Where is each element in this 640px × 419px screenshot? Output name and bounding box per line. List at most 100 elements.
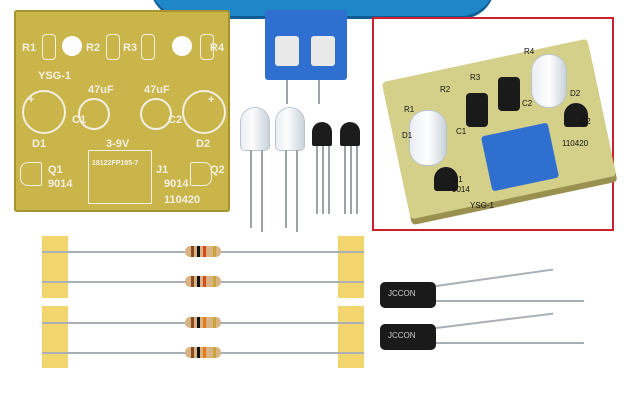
transistor-leg xyxy=(350,146,352,214)
tape-strip xyxy=(42,306,68,368)
resistor-footprint-r1 xyxy=(42,34,56,60)
color-band xyxy=(197,347,200,358)
led-footprint-d2 xyxy=(182,90,226,134)
tape-strip xyxy=(338,236,364,298)
pcb-label-d1: D1 xyxy=(32,138,47,150)
assembled-transistor-q2 xyxy=(564,103,588,127)
pcb-label-board: YSG-1 xyxy=(38,70,72,82)
inset-date-code: 110420 xyxy=(562,139,589,148)
inset-label-r1: R1 xyxy=(404,105,415,114)
plus-sign: + xyxy=(208,94,215,106)
tape-strip xyxy=(338,306,364,368)
screw-slot xyxy=(275,36,299,66)
led-d2 xyxy=(276,108,304,150)
transistor-leg xyxy=(344,146,346,214)
resistor-footprint-r2 xyxy=(106,34,120,60)
capacitor-lead xyxy=(436,312,554,329)
assembled-led-d2 xyxy=(532,55,566,107)
color-band xyxy=(213,317,216,328)
color-band xyxy=(197,317,200,328)
top-banner xyxy=(150,0,495,16)
pcb-board: R1 R2 R3 R4 YSG-1 + 47uF C1 47uF C2 + D1… xyxy=(14,10,230,212)
transistor-leg xyxy=(356,146,358,214)
resistor-footprint-r4 xyxy=(200,34,214,60)
capacitor-footprint-c1 xyxy=(78,98,110,130)
electrolytic-capacitor-c1: JCCON xyxy=(380,282,436,308)
tape-strip xyxy=(42,236,68,298)
transistor-footprint-q1 xyxy=(20,162,42,186)
resistor-r3 xyxy=(185,317,221,328)
inset-label-q1: Q1 xyxy=(452,175,463,184)
led-leg xyxy=(285,150,287,228)
assembled-transistor-q1 xyxy=(434,167,458,191)
color-band xyxy=(191,246,194,257)
resistor-r4 xyxy=(185,347,221,358)
screw-terminal xyxy=(265,10,347,80)
capacitor-lead xyxy=(436,342,584,344)
inset-label-part: 9014 xyxy=(452,185,470,194)
assembled-capacitor-c2 xyxy=(498,77,520,111)
plus-sign: + xyxy=(28,94,35,106)
assembled-led-d1 xyxy=(410,111,446,165)
inset-label-q2: Q2 xyxy=(580,117,591,126)
color-band xyxy=(203,317,206,328)
color-band xyxy=(213,246,216,257)
pcb-label-q1-part: 9014 xyxy=(48,178,73,190)
led-d1 xyxy=(241,108,269,150)
transistor-leg xyxy=(328,146,330,214)
transistor-q1 xyxy=(312,122,332,146)
pcb-label-q2-part: 9014 xyxy=(164,178,189,190)
terminal-pin xyxy=(318,80,320,104)
color-band xyxy=(203,246,206,257)
inset-label-board: YSG-1 xyxy=(470,201,495,210)
mounting-hole xyxy=(62,36,82,56)
transistor-leg xyxy=(316,146,318,214)
capacitor-footprint-c2 xyxy=(140,98,172,130)
assembled-capacitor-c1 xyxy=(466,93,488,127)
inset-label-r3: R3 xyxy=(470,73,481,82)
inset-label-c2: C2 xyxy=(522,99,533,108)
color-band xyxy=(191,317,194,328)
pcb-label-c2-value: 47uF xyxy=(144,84,170,96)
capacitor-marking: JCCON xyxy=(388,331,416,340)
capacitor-lead xyxy=(436,300,584,302)
pcb-label-r4: R4 xyxy=(210,42,225,54)
inset-label-r4: R4 xyxy=(524,47,535,56)
color-band xyxy=(197,246,200,257)
pcb-label-r3: R3 xyxy=(123,42,138,54)
terminal-footprint-j1 xyxy=(88,150,152,204)
led-leg xyxy=(250,150,252,228)
capacitor-marking: JCCON xyxy=(388,289,416,298)
inset-label-d1: D1 xyxy=(402,131,413,140)
pcb-part-code: 18122FP195-7 xyxy=(92,160,139,167)
color-band xyxy=(203,347,206,358)
pcb-label-c1: C1 xyxy=(72,114,87,126)
screw-slot xyxy=(311,36,335,66)
led-footprint-d1 xyxy=(22,90,66,134)
inset-label-c1: C1 xyxy=(456,127,467,136)
color-band xyxy=(197,276,200,287)
color-band xyxy=(213,347,216,358)
pcb-label-c1-value: 47uF xyxy=(88,84,114,96)
mounting-hole xyxy=(172,36,192,56)
color-band xyxy=(191,347,194,358)
resistor-r1 xyxy=(185,246,221,257)
pcb-label-r1: R1 xyxy=(22,42,37,54)
resistor-footprint-r3 xyxy=(141,34,155,60)
pcb-label-q1: Q1 xyxy=(48,164,63,176)
resistor-r2 xyxy=(185,276,221,287)
pcb-label-power: 3-9V xyxy=(106,138,130,150)
pcb-label-r2: R2 xyxy=(86,42,101,54)
transistor-footprint-q2 xyxy=(190,162,212,186)
pcb-label-d2: D2 xyxy=(196,138,211,150)
led-leg xyxy=(296,150,298,232)
pcb-label-j1: J1 xyxy=(156,164,169,176)
color-band xyxy=(203,276,206,287)
transistor-leg xyxy=(322,146,324,214)
capacitor-lead xyxy=(436,268,554,287)
terminal-pin xyxy=(286,80,288,104)
pcb-date-code: 110420 xyxy=(164,194,201,206)
pcb-label-c2: C2 xyxy=(168,114,183,126)
transistor-q2 xyxy=(340,122,360,146)
led-leg xyxy=(261,150,263,232)
